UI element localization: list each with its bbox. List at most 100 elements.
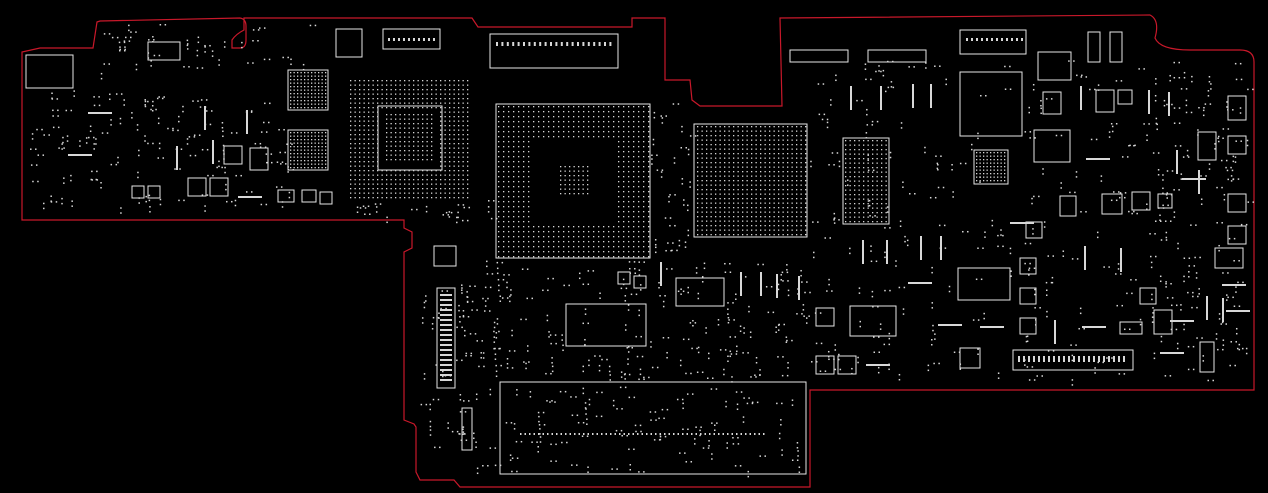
bga-ball — [528, 241, 530, 243]
bga-ball — [618, 236, 620, 238]
bga-ball — [598, 131, 600, 133]
bga-ball — [633, 141, 635, 143]
passive-pad — [197, 41, 200, 44]
passive-pad — [936, 167, 939, 170]
bga-ball — [787, 162, 789, 164]
passive-pad — [561, 441, 563, 444]
bga-ball — [986, 159, 988, 161]
passive-pad — [972, 319, 975, 321]
bga-ball — [523, 231, 525, 233]
bga-ball — [648, 256, 650, 258]
bga-ball — [769, 144, 771, 146]
bga-ball — [395, 145, 397, 147]
bga-ball — [746, 144, 748, 146]
bga-ball — [724, 144, 726, 146]
bga-ball — [993, 152, 995, 154]
passive-pad — [1036, 375, 1038, 377]
passive-pad — [962, 230, 964, 233]
passive-pad — [669, 224, 671, 227]
passive-pad — [697, 292, 700, 295]
passive-pad — [1085, 76, 1088, 78]
connector-pin — [440, 334, 452, 336]
bga-ball — [724, 162, 726, 164]
passive-pad — [513, 423, 516, 425]
bga-ball — [737, 166, 739, 168]
passive-pad — [1183, 71, 1186, 74]
bga-ball — [719, 216, 721, 218]
bga-ball — [638, 131, 640, 133]
passive-pad — [499, 464, 502, 467]
passive-pad — [861, 99, 863, 102]
passive-pad — [1231, 169, 1234, 172]
bga-ball — [588, 116, 590, 118]
bga-ball — [983, 155, 985, 157]
bga-ball — [872, 203, 874, 205]
bga-ball — [458, 111, 460, 113]
bga-ball — [993, 176, 995, 178]
shield-pad — [628, 433, 630, 435]
passive-pad — [682, 407, 684, 410]
horizontal-part — [238, 196, 262, 198]
passive-pad — [724, 262, 726, 265]
passive-pad — [884, 251, 886, 254]
passive-pad — [425, 210, 428, 213]
passive-pad — [1186, 149, 1189, 152]
passive-pad — [727, 321, 730, 324]
bga-ball — [548, 236, 550, 238]
passive-pad — [520, 318, 522, 321]
passive-pad — [1221, 316, 1224, 319]
bga-ball — [311, 89, 313, 91]
package-outline — [633, 275, 647, 289]
passive-pad — [634, 267, 636, 270]
passive-pad — [1221, 186, 1223, 189]
bga-ball — [613, 251, 615, 253]
passive-pad — [462, 428, 464, 431]
bga-ball — [719, 229, 721, 231]
bga-ball — [603, 121, 605, 123]
bga-ball — [751, 193, 753, 195]
bga-ball — [503, 106, 505, 108]
bga-ball — [710, 148, 712, 150]
connector-pin — [1001, 38, 1003, 41]
bga-ball — [997, 152, 999, 154]
bga-ball — [314, 132, 316, 134]
bga-ball — [404, 123, 406, 125]
bga-ball — [872, 140, 874, 142]
bga-ball — [293, 149, 295, 151]
passive-pad — [241, 41, 243, 44]
bga-ball — [350, 125, 352, 127]
passive-pad — [513, 350, 516, 352]
bga-ball — [751, 130, 753, 132]
bga-ball — [508, 121, 510, 123]
bga-ball — [986, 180, 988, 182]
bga-ball — [431, 170, 433, 172]
passive-pad — [123, 40, 126, 42]
passive-pad — [416, 208, 418, 211]
passive-pad — [1136, 212, 1138, 215]
bga-ball — [638, 146, 640, 148]
passive-pad — [375, 211, 378, 213]
bga-ball — [648, 196, 650, 198]
passive-pad — [687, 428, 689, 431]
bga-ball — [755, 211, 757, 213]
passive-pad — [209, 123, 212, 126]
bga-ball — [872, 180, 874, 182]
bga-ball — [710, 225, 712, 227]
passive-pad — [1149, 233, 1151, 235]
bga-ball — [760, 225, 762, 227]
bga-ball — [372, 179, 374, 181]
bga-ball — [359, 147, 361, 149]
bga-ball — [858, 203, 860, 205]
bga-ball — [751, 126, 753, 128]
bga-ball — [628, 216, 630, 218]
passive-pad — [615, 429, 618, 432]
passive-pad — [189, 154, 192, 157]
passive-pad — [906, 239, 909, 242]
bga-ball — [399, 154, 401, 156]
bga-ball — [564, 166, 566, 168]
bga-ball — [742, 234, 744, 236]
passive-pad — [1152, 152, 1155, 154]
bga-ball — [578, 116, 580, 118]
bga-ball — [805, 135, 807, 137]
bga-ball — [498, 231, 500, 233]
